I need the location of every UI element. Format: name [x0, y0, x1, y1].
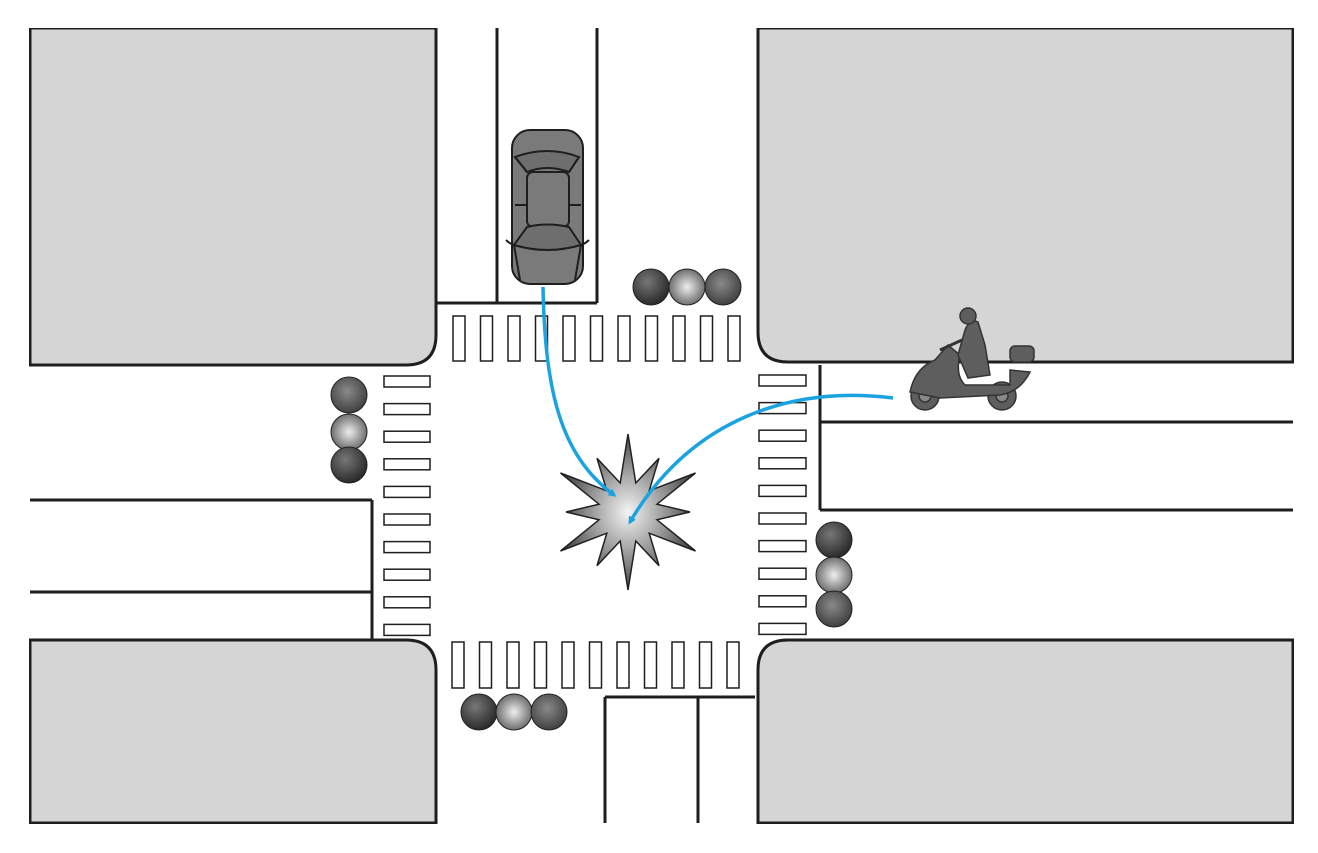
- crosswalk-stripe-north: [727, 315, 741, 362]
- block-top-left: [28, 26, 438, 367]
- traffic-light-lamp: [495, 693, 533, 731]
- crosswalk-stripe-south: [671, 641, 685, 689]
- traffic-light-lamp: [704, 268, 742, 306]
- crosswalk-stripe-north: [589, 315, 604, 362]
- motorcycle: [909, 307, 1035, 411]
- trajectory-arrows: [541, 286, 894, 525]
- crosswalk-stripe-east: [758, 457, 807, 470]
- crosswalk-stripe-west: [383, 623, 431, 637]
- crosswalk-stripe-east: [758, 595, 807, 608]
- crosswalk-stripe-east: [758, 622, 807, 636]
- crosswalk-stripe-west: [383, 430, 431, 443]
- crosswalk-stripe-west: [383, 568, 431, 581]
- crosswalk-stripe-north: [672, 315, 686, 362]
- crosswalk-stripe-north: [699, 315, 714, 362]
- motorcycle-trajectory-arrow: [628, 393, 894, 525]
- crosswalk-stripe-south: [506, 641, 520, 689]
- crosswalk-stripe-south: [533, 641, 548, 689]
- traffic-light-lamp: [530, 693, 568, 731]
- crosswalk-stripe-south: [643, 641, 658, 689]
- crosswalk-stripe-north: [479, 315, 494, 362]
- crosswalk-stripe-west: [383, 596, 431, 609]
- block-bottom-right: [756, 638, 1295, 825]
- crosswalk-stripe-north: [452, 315, 466, 362]
- crosswalk-stripe-west: [383, 513, 431, 526]
- crosswalk-stripe-north: [562, 315, 576, 362]
- block-bottom-left: [28, 638, 438, 825]
- collision-burst-icon: [560, 433, 696, 591]
- crosswalk-stripe-north: [617, 315, 631, 362]
- traffic-light-lamp: [815, 556, 853, 594]
- traffic-light-lamp: [460, 693, 498, 731]
- crosswalk-stripe-west: [383, 375, 431, 388]
- traffic-light-lamp: [815, 521, 853, 559]
- crosswalk-stripe-north: [644, 315, 659, 362]
- crosswalk-stripe-west: [383, 485, 431, 499]
- traffic-light-lamp: [815, 590, 853, 628]
- traffic-light-lamp: [330, 413, 368, 451]
- traffic-light-south: [460, 693, 568, 731]
- car-trajectory-arrow: [541, 286, 617, 497]
- crosswalk-stripe-south: [451, 641, 465, 689]
- crosswalk-stripe-south: [726, 641, 740, 689]
- lane-markings: [30, 28, 1293, 823]
- crosswalk-stripe-west: [383, 458, 431, 471]
- crosswalk-stripe-east: [758, 512, 807, 525]
- traffic-light-east: [815, 521, 853, 628]
- crosswalk-stripe-north: [507, 315, 521, 362]
- traffic-light-lamp: [632, 268, 670, 306]
- traffic-light-north: [632, 268, 742, 306]
- crosswalk-stripe-east: [758, 539, 807, 553]
- traffic-light-west: [330, 376, 368, 484]
- crosswalk-stripe-south: [698, 641, 713, 689]
- crosswalk-stripe-west: [383, 540, 431, 554]
- crosswalk-stripe-east: [758, 484, 807, 498]
- crosswalk-stripe-west: [383, 402, 431, 416]
- block-top-right: [756, 26, 1295, 364]
- crosswalk-stripe-south: [588, 641, 603, 689]
- traffic-light-lamp: [330, 446, 368, 484]
- traffic-light-lamp: [330, 376, 368, 414]
- traffic-light-lamp: [668, 268, 706, 306]
- crosswalk-stripe-south: [561, 641, 575, 689]
- crosswalk-stripe-east: [758, 567, 807, 580]
- car: [505, 129, 590, 285]
- crosswalk-stripe-south: [478, 641, 493, 689]
- crosswalk-stripe-east: [758, 374, 807, 387]
- crosswalk-stripe-east: [758, 429, 807, 442]
- crosswalk-stripe-south: [616, 641, 630, 689]
